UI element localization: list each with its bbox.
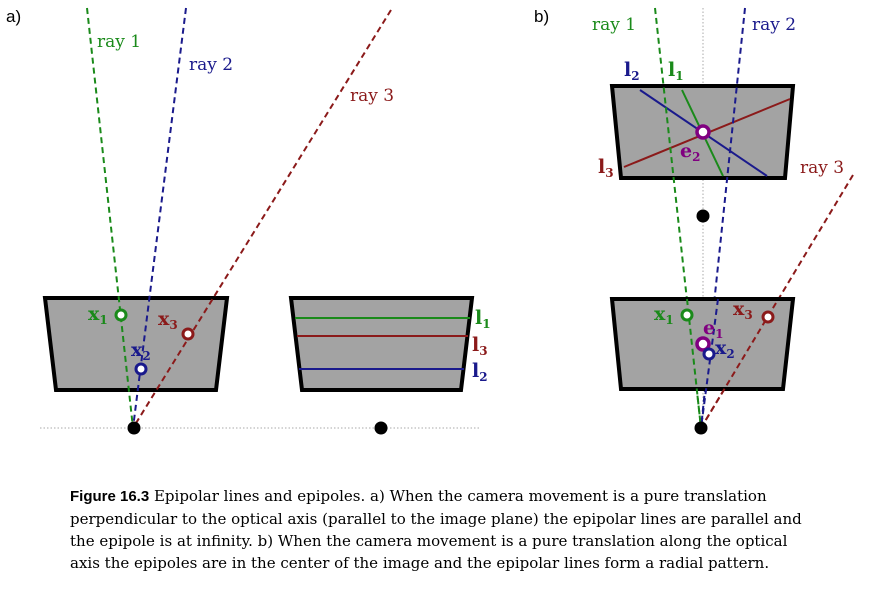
panel-a-ray1-label: ray 1 <box>97 32 141 52</box>
panel-a-ray3 <box>132 9 392 429</box>
panel-a-letter: a) <box>6 7 21 26</box>
figure-caption-text: Epipolar lines and epipoles. a) When the… <box>70 487 802 572</box>
panel-b-point-x2 <box>702 347 716 361</box>
panel-a-camera-center-1 <box>127 421 141 435</box>
panel-b-point-x1 <box>680 308 694 322</box>
panel-b-ray3-label: ray 3 <box>800 158 844 178</box>
panel-b-camera-center-2 <box>696 209 710 223</box>
panel-a-camera-center-2 <box>374 421 388 435</box>
panel-b-letter: b) <box>534 7 549 26</box>
panel-a-point-x1 <box>114 308 128 322</box>
panel-b-ray1-label: ray 1 <box>592 15 636 35</box>
panel-a-ray1 <box>86 7 134 429</box>
panel-a-label-l2: l2 <box>472 360 488 384</box>
panel-a-right-image-plane <box>288 296 475 392</box>
panel-b-epipole-e2 <box>695 124 711 140</box>
panel-b-label-x1: x1 <box>654 303 674 327</box>
panel-a-label-l3: l3 <box>472 334 488 358</box>
panel-a-ray3-label: ray 3 <box>350 86 394 106</box>
panel-a-ray2-label: ray 2 <box>189 55 233 75</box>
panel-b-label-x2: x2 <box>715 337 735 361</box>
panel-a-point-x2 <box>134 362 148 376</box>
panel-b-point-x3 <box>761 310 775 324</box>
panel-b-ray2-inner <box>700 298 719 429</box>
panel-a-label-x2: x2 <box>131 339 151 363</box>
panel-b-camera-center-1 <box>694 421 708 435</box>
figure-caption-label: Figure 16.3 <box>70 488 150 505</box>
panel-b-label-x3: x3 <box>733 298 753 322</box>
panel-a-label-x1: x1 <box>88 303 108 327</box>
panel-b-label-e2: e2 <box>680 140 700 164</box>
panel-b-epipole-e1 <box>695 336 711 352</box>
panel-a-point-x3 <box>181 327 195 341</box>
figure-caption: Figure 16.3 Epipolar lines and epipoles.… <box>70 485 810 574</box>
panel-a-ray2 <box>132 7 187 429</box>
panel-b-label-l2: l2 <box>624 59 640 83</box>
panel-a-label-l1: l1 <box>475 307 491 331</box>
panel-a-left-image-plane <box>42 296 230 392</box>
panel-b-label-e1: e1 <box>703 317 723 341</box>
panel-b-ray2-label: ray 2 <box>752 15 796 35</box>
panel-a-label-x3: x3 <box>158 308 178 332</box>
panel-b-label-l3: l3 <box>598 156 614 180</box>
panel-b-ray3-inner <box>700 302 777 429</box>
panel-b-label-l1: l1 <box>668 59 684 83</box>
